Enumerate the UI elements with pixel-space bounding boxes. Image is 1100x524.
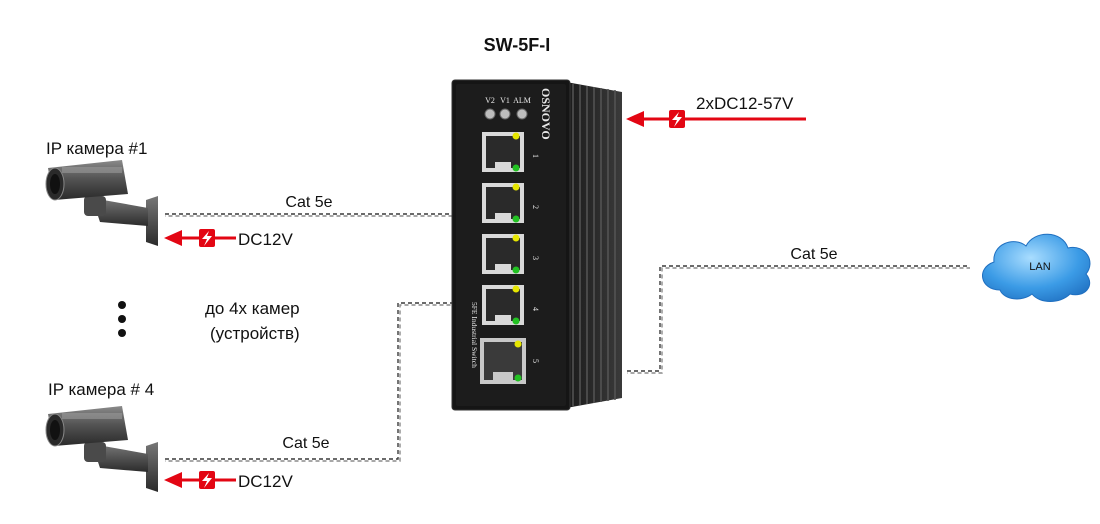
camera4-icon bbox=[45, 406, 158, 492]
ethernet-port-1 bbox=[482, 132, 524, 172]
lan-label: LAN bbox=[1029, 261, 1050, 273]
more-devices-dots bbox=[118, 301, 126, 337]
ethernet-port-5 bbox=[480, 338, 526, 384]
led-label-v1: V1 bbox=[500, 96, 510, 105]
switch-power-label: 2xDC12-57V bbox=[696, 94, 794, 113]
port-number-3: 3 bbox=[531, 256, 540, 260]
cloud-icon bbox=[982, 233, 1091, 302]
camera1-label: IP камера #1 bbox=[46, 139, 147, 158]
brand-logo: OSNOVO bbox=[539, 88, 553, 140]
camera1-cable-label: Cat 5e bbox=[285, 194, 332, 211]
switch-power-arrow bbox=[626, 110, 806, 128]
camera4-label: IP камера # 4 bbox=[48, 380, 154, 399]
camera-range-line1: до 4х камер bbox=[205, 299, 300, 318]
camera-range-line2: (устройств) bbox=[210, 324, 300, 343]
cable-camera4 bbox=[165, 302, 452, 462]
led-v1 bbox=[499, 108, 511, 120]
ethernet-port-4 bbox=[482, 285, 524, 325]
port-number-5: 5 bbox=[531, 359, 540, 363]
led-label-v2: V2 bbox=[485, 96, 495, 105]
port-number-4: 4 bbox=[531, 307, 540, 311]
ethernet-port-3 bbox=[482, 234, 524, 274]
port-number-1: 1 bbox=[531, 154, 540, 158]
port-number-2: 2 bbox=[531, 205, 540, 209]
switch-heatsink bbox=[566, 82, 622, 408]
camera4-power-arrow bbox=[164, 471, 236, 489]
camera1-power-arrow bbox=[164, 229, 236, 247]
industrial-switch: V2 V1 ALM OSNOVO 5FE Industrial Switch 1… bbox=[451, 79, 622, 411]
led-label-alm: ALM bbox=[513, 96, 531, 105]
switch-side-label: 5FE Industrial Switch bbox=[470, 302, 479, 368]
cable-camera1 bbox=[165, 213, 452, 217]
ethernet-port-2 bbox=[482, 183, 524, 223]
camera4-power-label: DC12V bbox=[238, 472, 293, 491]
camera1-icon bbox=[45, 160, 158, 246]
camera4-cable-label: Cat 5e bbox=[282, 435, 329, 452]
device-model-title: SW-5F-I bbox=[484, 35, 551, 55]
led-v2 bbox=[484, 108, 496, 120]
cable-lan bbox=[627, 265, 970, 374]
camera1-power-label: DC12V bbox=[238, 230, 293, 249]
led-alm bbox=[516, 108, 528, 120]
lan-cable-label: Cat 5e bbox=[790, 246, 837, 263]
